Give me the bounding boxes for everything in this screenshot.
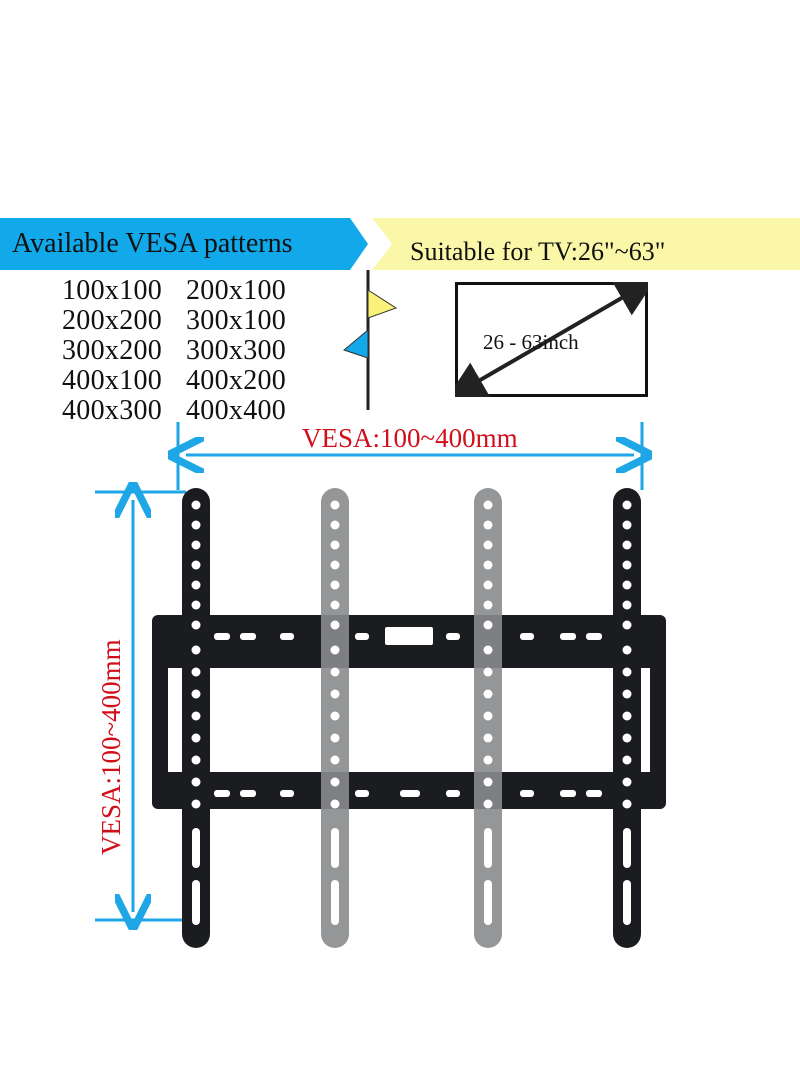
vesa-patterns-banner (0, 218, 368, 270)
bracket-arm-gray-1 (321, 488, 349, 948)
pattern-value: 300x100 (186, 305, 287, 336)
bracket-arm-left (182, 488, 210, 948)
pattern-row: 400x300 400x400 (62, 396, 286, 426)
pattern-row: 300x200 300x300 (62, 336, 286, 366)
section-divider (342, 270, 398, 410)
bracket-arm-right (613, 488, 641, 948)
tv-size-title: Suitable for TV:26"~63" (410, 237, 666, 266)
tv-size-banner (372, 218, 800, 270)
pattern-value: 200x100 (186, 275, 287, 306)
pattern-value: 300x200 (62, 335, 163, 366)
pattern-value: 100x100 (62, 275, 163, 306)
pattern-value: 400x400 (186, 395, 287, 426)
pattern-value: 400x300 (62, 395, 163, 426)
pattern-row: 400x100 400x200 (62, 366, 286, 396)
pattern-value: 400x200 (186, 365, 287, 396)
pattern-value: 300x300 (186, 335, 287, 366)
pattern-value: 200x200 (62, 305, 163, 336)
vesa-patterns-title: Available VESA patterns (12, 228, 293, 259)
pattern-row: 200x200 300x100 (62, 306, 286, 336)
bracket-arm-gray-2 (474, 488, 502, 948)
tv-size-label: 26 - 63inch (483, 330, 579, 354)
pattern-value: 400x100 (62, 365, 163, 396)
pattern-row: 100x100 200x100 (62, 276, 286, 306)
double-arrow-icon (455, 282, 648, 397)
